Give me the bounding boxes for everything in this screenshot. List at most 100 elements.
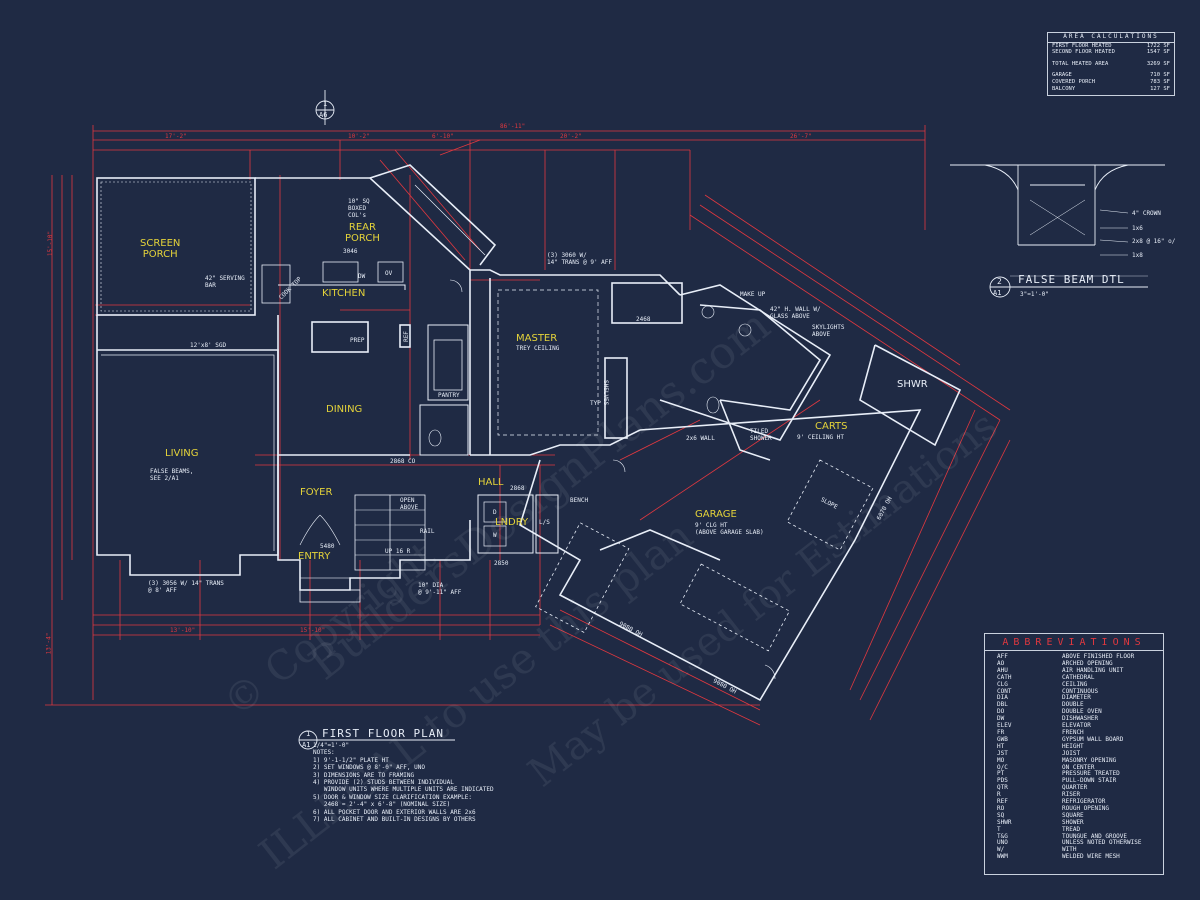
open-above-label: OPEN ABOVE [400,497,419,511]
dim-side-2: 15'-10" [47,230,55,257]
room-hall: HALL [478,477,504,488]
false-beams-note: FALSE BEAMS, SEE 2/A1 [150,468,194,482]
abbreviation-meaning: CATHEDRAL [1062,673,1095,681]
abbreviation-meaning: GYPSUM WALL BOARD [1062,735,1124,743]
abbreviation-meaning: SQUARE [1062,811,1084,819]
abbreviation-meaning: TOUNGUE AND GROOVE [1062,832,1128,840]
pantry-label: PANTRY [438,392,460,399]
abbreviation-meaning: FRENCH [1062,728,1084,736]
washer-label: W [493,532,497,539]
abbreviation-meaning: JOIST [1062,749,1081,757]
note-line: 1) 9'-1-1/2" PLATE HT [313,756,389,764]
note-line: 2468 = 2'-4" x 6'-8" (NOMINAL SIZE) [313,801,451,809]
plan-scale: 1/4"=1'-0" [313,742,350,749]
carts-ceiling-note: 9' CEILING HT [797,434,844,441]
room-living: LIVING [165,448,199,459]
abbreviation-meaning: TREAD [1062,825,1081,833]
abbreviation-meaning: DOUBLE OVEN [1062,708,1102,716]
door-2468: 2468 [636,316,651,323]
abbreviation-key: T [997,825,1001,833]
abbreviation-key: ELEV [997,722,1012,730]
abbreviation-key: PT [997,770,1005,778]
abbreviation-key: REF [997,798,1008,806]
abbreviation-key: CLG [997,680,1008,688]
note-line: 4) PROVIDE (2) STUDS BETWEEN INDIVIDUAL [313,779,454,787]
abbreviations-title: ABBREVIATIONS [985,634,1163,651]
note-line: 6) ALL POCKET DOOR AND EXTERIOR WALLS AR… [313,808,476,816]
abbreviation-key: CONT [997,687,1012,695]
abbreviation-meaning: ROUGH OPENING [1062,804,1109,812]
abbreviation-key: GWB [997,735,1008,743]
abbreviation-meaning: CONTINUOUS [1062,687,1099,695]
make-up-note: MAKE UP [740,291,766,298]
abbreviation-row: CONT CONTINUOUS [997,687,1163,696]
area-calc-title: AREA CALCULATIONS [1048,33,1174,43]
abbreviation-row: W/WITH [997,846,1163,854]
window-3056-note: (3) 3056 W/ 14" TRANS @ 8' AFF [148,580,224,594]
ref-label: REF [402,331,410,342]
dim-overall: 86'-11" [500,123,526,130]
bench-label: BENCH [570,497,589,504]
abbreviation-key: WWM [997,853,1008,861]
window-3046: 3046 [343,248,358,255]
trey-ceiling-note: TREY CEILING [516,345,560,352]
abbreviation-meaning: WITH [1062,846,1077,854]
abbreviation-meaning: CEILING [1062,680,1088,688]
note-line: 2) SET WINDOWS @ 8'-0" AFF, UNO [313,764,425,772]
abbreviation-row: CLG CEILING [997,680,1163,689]
room-rear-porch: REAR PORCH [345,222,380,244]
room-dining: DINING [326,404,363,415]
door-2850: 2850 [494,560,509,567]
abbreviation-meaning: DOUBLE [1062,701,1084,709]
room-entry: ENTRY [298,551,331,562]
col-dia-note: 10" DIA @ 9'-11" AFF [418,582,462,596]
room-laundry: LNDRY [495,517,529,528]
room-screen-porch: SCREEN PORCH [140,238,181,260]
abbreviation-row: T TREAD [997,825,1163,834]
abbreviation-key: DIA [997,694,1008,702]
tiled-shower-note: TILED SHOWER [750,428,772,442]
notes-heading: NOTES: [313,749,335,757]
plan-title: FIRST FLOOR PLAN [322,727,444,740]
door-swings [299,279,776,680]
beam-detail-sheet: A1 [993,289,1002,297]
abbreviation-meaning: WELDED WIRE MESH [1062,853,1120,861]
dim-top-1: 17'-2" [165,133,187,140]
abbreviation-meaning: UNLESS NOTED OTHERWISE [1062,839,1142,847]
window-3060-note: (3) 3060 W/ 14" TRANS @ 9' AFF [547,252,613,266]
abbreviation-meaning: ABOVE FINISHED FLOOR [1062,653,1135,660]
note-line: 7) ALL CABINET AND BUILT-IN DESIGNS BY O… [313,816,476,824]
abbreviation-meaning: ARCHED OPENING [1062,659,1113,667]
door-2868: 2868 [510,485,525,492]
abbreviation-key: FR [997,728,1005,736]
room-garage: GARAGE [695,509,737,520]
beam-note-crown: 4" CROWN [1132,210,1161,217]
ov-label: OV [385,270,393,277]
beam-detail-number: 2 [997,277,1002,286]
false-beam-detail [950,164,1165,298]
dim-side-1: 13'-4" [45,632,53,655]
abbreviation-row: WWM WELDED WIRE MESH [997,853,1163,861]
cased-opening-2868: 2868 CO [390,458,416,465]
walls [96,164,962,702]
abbreviation-row: FR FRENCH [997,728,1163,737]
abbreviation-key: R [997,791,1001,799]
serving-bar-note: 42" SERVING BAR [205,275,245,289]
abbreviation-row: GWB GYPSUM WALL BOARD [997,735,1163,744]
abbreviation-key: MO [997,756,1005,764]
